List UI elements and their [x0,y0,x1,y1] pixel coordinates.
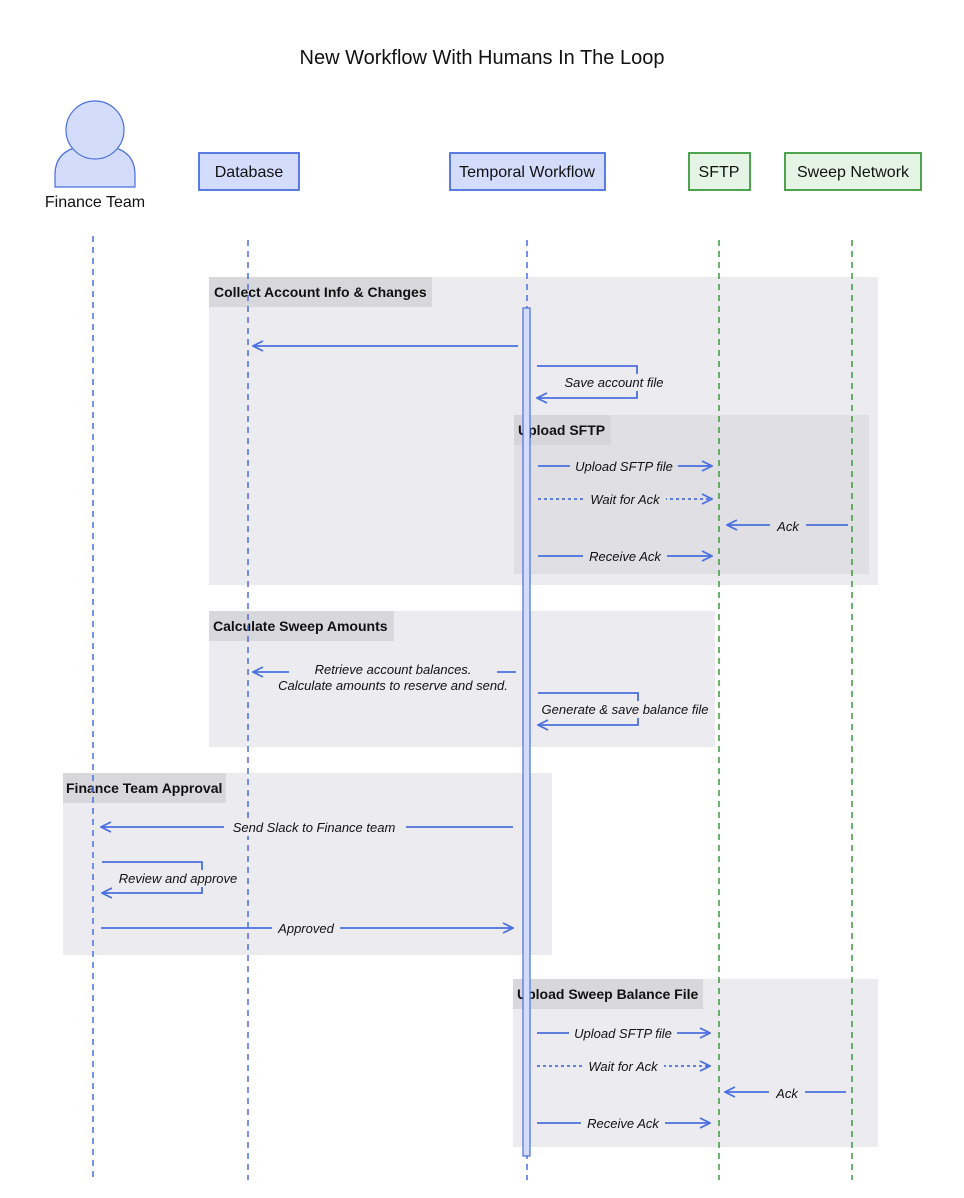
label-bg [224,819,406,836]
msg-ack: Ack [776,519,800,534]
actor-sweep-network: Sweep Network [784,152,922,191]
group-label-collect: Collect Account Info & Changes [214,284,427,300]
group-label-box [209,277,432,307]
actor-label-temporal-workflow: Temporal Workflow [459,164,595,181]
actor-finance-team: Finance Team [45,100,145,211]
label-bg [569,1025,677,1042]
group-label-upload-balance: Upload Sweep Balance File [517,986,698,1002]
label-bg [272,920,340,937]
person-head-icon [65,100,125,160]
label-bg [583,548,667,565]
group-upload-sftp: Upload SFTP [514,415,869,574]
label-bg [536,701,714,718]
label-bg [582,1058,664,1075]
group-label-box [63,773,226,803]
msg-review-approve: Review and approve [119,871,238,886]
group-label-approval: Finance Team Approval [66,780,222,796]
label-bg [769,1084,805,1101]
msg-receive-ack: Receive Ack [589,549,662,564]
actor-sftp: SFTP [688,152,751,191]
msg-upload-sftp-file: Upload SFTP file [575,459,673,474]
msg-wait-for-ack-2: Wait for Ack [588,1059,659,1074]
msg-calculate-amounts: Calculate amounts to reserve and send. [278,678,508,693]
group-label-upload-sftp: Upload SFTP [518,422,605,438]
actor-database: Database [198,152,300,191]
msg-generate-save-balance-file: Generate & save balance file [542,702,709,717]
msg-wait-for-ack: Wait for Ack [590,492,661,507]
msg-retrieve-balances: Retrieve account balances. [315,662,472,677]
label-bg [289,660,497,694]
label-bg [557,374,672,391]
msg-upload-sftp-file-2: Upload SFTP file [574,1026,672,1041]
label-bg [570,458,678,475]
activation-bar-temporal-workflow [522,307,531,1157]
msg-receive-ack-2: Receive Ack [587,1116,660,1131]
actor-label-sweep-network: Sweep Network [797,164,910,181]
group-upload-balance-file: Upload Sweep Balance File [513,979,878,1147]
group-label-box [209,611,394,641]
label-bg [113,870,243,887]
msg-send-slack: Send Slack to Finance team [233,820,396,835]
label-bg [770,517,806,534]
actor-label-sftp: SFTP [699,164,740,181]
group-label-box [513,979,703,1009]
diagram-title: New Workflow With Humans In The Loop [300,47,665,69]
msg-ack-2: Ack [775,1086,799,1101]
msg-approved: Approved [277,921,334,936]
actor-label-finance-team: Finance Team [45,194,145,211]
actor-temporal-workflow: Temporal Workflow [449,152,606,191]
label-bg [584,491,666,508]
label-bg [581,1115,665,1132]
group-label-calculate: Calculate Sweep Amounts [213,618,388,634]
actor-label-database: Database [215,164,284,181]
msg-save-account-file: Save account file [564,375,663,390]
